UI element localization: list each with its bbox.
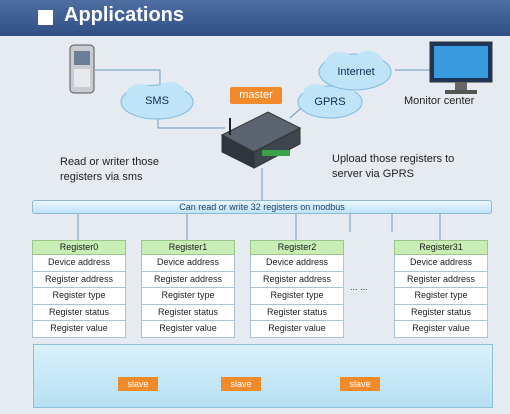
register-row: Register value bbox=[141, 321, 235, 338]
gprs-cloud-icon bbox=[297, 83, 363, 119]
register-row: Device address bbox=[250, 255, 344, 272]
register-table-2: Register2 Device address Register addres… bbox=[250, 240, 344, 338]
register-row: Register address bbox=[250, 271, 344, 289]
sms-router-line bbox=[157, 118, 225, 129]
register-row: Register type bbox=[394, 288, 488, 305]
read-text-line1: Read or writer those bbox=[60, 156, 160, 168]
register-row: Register type bbox=[32, 288, 126, 305]
register-table-31: Register31 Device address Register addre… bbox=[394, 240, 488, 338]
register-header: Register1 bbox=[141, 240, 235, 255]
register-row: Register value bbox=[250, 321, 344, 338]
upload-text-line1: Upload those registers to bbox=[332, 153, 455, 165]
register-row: Register status bbox=[32, 304, 126, 322]
register-row: Device address bbox=[141, 255, 235, 272]
register-row: Register address bbox=[32, 271, 126, 289]
page-title: Applications bbox=[64, 4, 185, 26]
slave-badge-1: slave bbox=[118, 377, 158, 391]
slave-badge-3: slave bbox=[340, 377, 380, 391]
internet-label: Internet bbox=[337, 66, 375, 78]
register-row: Register status bbox=[250, 304, 344, 322]
register-table-0: Register0 Device address Register addres… bbox=[32, 240, 126, 338]
register-table-1: Register1 Device address Register addres… bbox=[141, 240, 235, 338]
ellipsis-text: ... ... bbox=[350, 282, 368, 292]
phone-sms-line bbox=[95, 69, 161, 90]
register-header: Register31 bbox=[394, 240, 488, 255]
header-bar: Applications bbox=[0, 0, 510, 36]
sms-cloud-icon bbox=[120, 82, 194, 120]
register-row: Device address bbox=[32, 255, 126, 272]
register-row: Register address bbox=[141, 271, 235, 289]
phone-icon bbox=[69, 44, 95, 94]
slave-badge-2: slave bbox=[221, 377, 261, 391]
register-row: Device address bbox=[394, 255, 488, 272]
internet-cloud-icon bbox=[318, 51, 392, 91]
header-square-icon bbox=[38, 10, 53, 25]
register-row: Register value bbox=[394, 321, 488, 338]
slave-panel bbox=[33, 344, 493, 408]
register-header: Register0 bbox=[32, 240, 126, 255]
master-badge: master bbox=[230, 87, 282, 104]
sms-label: SMS bbox=[145, 95, 169, 107]
modbus-bar: Can read or write 32 registers on modbus bbox=[32, 200, 492, 214]
router-icon bbox=[220, 111, 302, 169]
register-row: Register value bbox=[32, 321, 126, 338]
read-text-line2: registers via sms bbox=[60, 171, 143, 183]
register-row: Register type bbox=[141, 288, 235, 305]
register-row: Register type bbox=[250, 288, 344, 305]
monitor-icon bbox=[429, 41, 493, 94]
register-row: Register address bbox=[394, 271, 488, 289]
gprs-label: GPRS bbox=[314, 96, 346, 108]
upload-text-line2: server via GPRS bbox=[332, 168, 414, 180]
register-row: Register status bbox=[394, 304, 488, 322]
register-row: Register status bbox=[141, 304, 235, 322]
register-header: Register2 bbox=[250, 240, 344, 255]
monitor-center-label: Monitor center bbox=[404, 95, 475, 107]
